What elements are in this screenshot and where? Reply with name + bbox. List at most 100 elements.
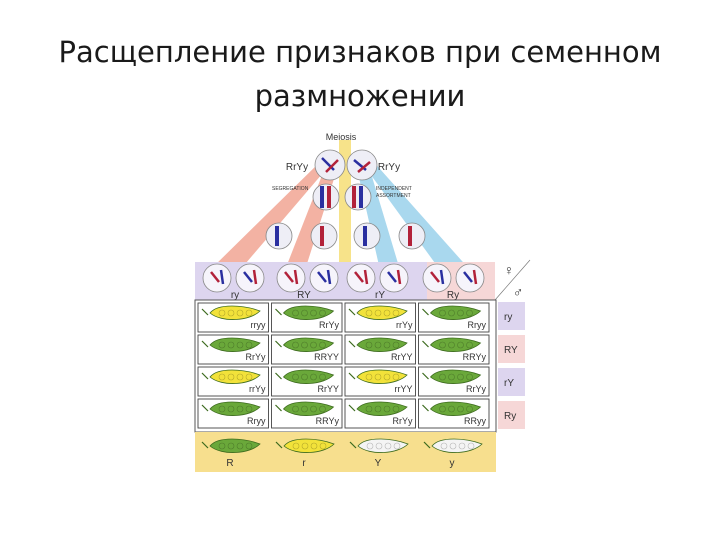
grid-cell: rrYY	[344, 366, 416, 397]
pea-pod	[348, 305, 408, 320]
title-line-1: Расщепление признаков при семенном	[58, 35, 662, 69]
pea-pod	[201, 438, 261, 453]
chromosome	[363, 226, 367, 246]
genotype-label: RRYy	[463, 352, 487, 362]
grid-cell: RRYy	[271, 398, 343, 429]
parent-left-genotype: RrYy	[286, 162, 308, 173]
cell	[344, 183, 372, 211]
divider-line	[494, 259, 531, 301]
independent-label-2: ASSORTMENT	[376, 193, 411, 199]
gamete-top-labels: ry RY rY Ry	[231, 290, 459, 301]
genotype-label: RRYy	[316, 416, 340, 426]
chromosome	[357, 161, 371, 173]
key-labels: R r Y y	[226, 458, 454, 469]
gamete-cell	[202, 263, 232, 293]
pea-pod	[348, 337, 408, 352]
ray-blue	[360, 160, 470, 270]
pea-pod	[201, 401, 261, 416]
pea-pod	[275, 438, 335, 453]
pea-pod	[348, 369, 408, 384]
pea-pod	[201, 337, 261, 352]
genotype-label: Rryy	[247, 416, 266, 426]
grid-cell: RrYy	[418, 366, 490, 397]
genotype-label: RRYY	[314, 352, 339, 362]
gamete-side-label: ry	[504, 312, 512, 323]
grid-cell: RrYy	[271, 302, 343, 333]
chromosome	[408, 226, 412, 246]
genotype-label: rrYy	[249, 384, 266, 394]
pea-pod	[422, 305, 482, 320]
genotype-label: RrYy	[466, 384, 486, 394]
genotype-label: Rryy	[468, 320, 487, 330]
gamete-cell	[235, 263, 265, 293]
key-label: r	[302, 458, 306, 469]
parent-cells	[314, 149, 378, 181]
chromosome	[325, 159, 339, 173]
cell	[312, 183, 340, 211]
grid-cell: RRYY	[271, 334, 343, 365]
meiosis-ii-cells	[265, 222, 426, 250]
independent-label-1: INDEPENDENT	[376, 186, 412, 192]
pea-pod	[275, 401, 335, 416]
genotype-label: RrYy	[393, 416, 413, 426]
chromosome	[275, 226, 279, 246]
gamete-side-label: RY	[504, 345, 518, 356]
gamete-top-label: rY	[375, 290, 385, 301]
key-label: R	[226, 458, 233, 469]
chromosome	[320, 226, 324, 246]
genotype-label: rrYy	[396, 320, 413, 330]
segregation-label: SEGREGATION	[272, 186, 309, 192]
chromosome	[320, 186, 324, 208]
side-label-box	[498, 401, 525, 429]
grid-cell: rrYy	[344, 302, 416, 333]
male-symbol: ♂	[513, 284, 524, 300]
key-label: Y	[375, 458, 382, 469]
pea-pod	[201, 305, 261, 320]
gamete-cell	[455, 263, 485, 293]
gamete-cell	[422, 263, 452, 293]
pea-pod	[275, 305, 335, 320]
side-label-box	[498, 335, 525, 363]
gamete-top-label: RY	[297, 290, 311, 301]
gamete-top-label: ry	[231, 290, 239, 301]
pea-pod	[422, 337, 482, 352]
parent-cell-right	[346, 149, 378, 181]
genotype-label: rrYY	[395, 384, 413, 394]
grid-cell: RRYy	[418, 334, 490, 365]
genotype-label: rryy	[251, 320, 266, 330]
pea-pod	[422, 401, 482, 416]
title-line-2: размножении	[254, 79, 466, 113]
chromosome	[321, 157, 335, 171]
gamete-cell	[346, 263, 376, 293]
grid-cell: rryy	[197, 302, 269, 333]
side-label-box	[498, 302, 525, 330]
chromosome	[359, 186, 363, 208]
side-label-box	[498, 368, 525, 396]
pea-pod	[275, 369, 335, 384]
meiosis-label: Meiosis	[326, 132, 357, 142]
female-symbol: ♀	[504, 262, 515, 278]
pea-pod	[423, 438, 483, 453]
pea-pod	[275, 337, 335, 352]
chromosome	[352, 186, 356, 208]
gamete-cell	[379, 263, 409, 293]
pea-pod	[201, 369, 261, 384]
grid-cell: Rryy	[418, 302, 490, 333]
gamete-side-label: Ry	[504, 411, 516, 422]
grid-cell: RrYy	[197, 334, 269, 365]
grid-cell: RrYY	[344, 334, 416, 365]
ray-yellow	[339, 140, 351, 300]
genotype-label: RrYy	[246, 352, 266, 362]
key-label: y	[450, 458, 455, 469]
ray-red	[210, 160, 334, 270]
slide-title: Расщепление признаков при семенном размн…	[30, 30, 690, 118]
key-pods	[201, 438, 483, 453]
pea-pod	[349, 438, 409, 453]
genotype-label: RRyy	[464, 416, 486, 426]
pea-pod	[422, 369, 482, 384]
grid-cell: rrYy	[197, 366, 269, 397]
grid-cell: RrYY	[271, 366, 343, 397]
genotype-label: RrYY	[391, 352, 413, 362]
